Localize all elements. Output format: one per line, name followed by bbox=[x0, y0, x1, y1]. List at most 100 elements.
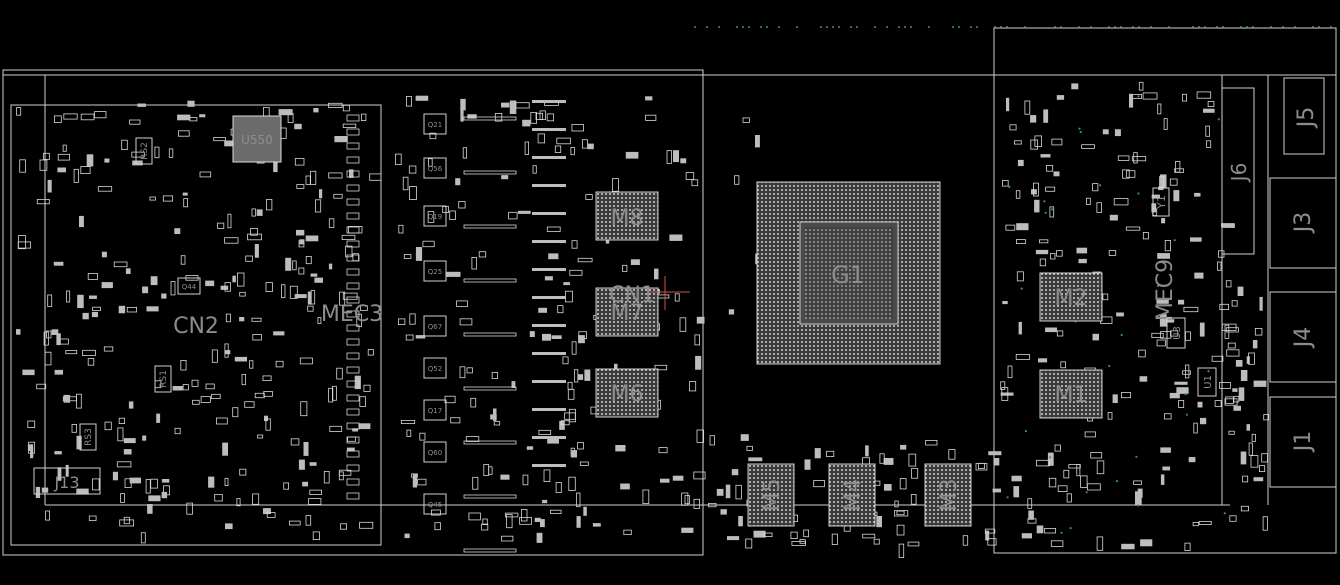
via-dot bbox=[1078, 26, 1080, 28]
component-pad bbox=[45, 510, 50, 521]
component-pad bbox=[17, 241, 32, 249]
component-pad bbox=[1054, 444, 1061, 452]
component-pad bbox=[346, 114, 360, 122]
component-pad bbox=[294, 158, 305, 166]
component-pad bbox=[17, 235, 26, 250]
component-pad bbox=[199, 114, 206, 118]
component-pad bbox=[294, 123, 302, 130]
y1-label: Y1 bbox=[1155, 195, 1168, 210]
component-pad bbox=[529, 331, 535, 337]
component-pad bbox=[310, 273, 318, 277]
component-pad bbox=[140, 532, 146, 544]
component-pad bbox=[571, 124, 584, 132]
component-pad bbox=[430, 509, 441, 516]
component-pad bbox=[623, 529, 632, 535]
component-pad bbox=[305, 235, 319, 242]
component-pad bbox=[1237, 286, 1244, 296]
component-pad bbox=[47, 294, 53, 307]
component-pad bbox=[462, 147, 468, 159]
component-pad bbox=[804, 459, 811, 470]
component-pad bbox=[265, 418, 271, 431]
via-dot bbox=[904, 26, 906, 28]
via-dot bbox=[1204, 26, 1206, 28]
component-pad bbox=[1184, 542, 1191, 551]
component-pad bbox=[508, 211, 518, 220]
component-pad bbox=[1226, 349, 1240, 357]
component-pad bbox=[79, 215, 84, 228]
component-pad bbox=[346, 450, 360, 458]
via-dot bbox=[928, 26, 930, 28]
component-pad bbox=[222, 442, 228, 456]
component-pad bbox=[328, 387, 334, 403]
component-pad bbox=[567, 388, 575, 400]
component-pad bbox=[1176, 387, 1189, 394]
component-pad bbox=[1225, 280, 1232, 288]
via-dot bbox=[976, 26, 978, 28]
component-pad bbox=[104, 421, 112, 431]
component-pad bbox=[731, 469, 739, 476]
component-pad bbox=[1160, 174, 1167, 189]
component-pad bbox=[251, 317, 262, 322]
component-pad bbox=[1117, 155, 1130, 161]
component-pad bbox=[538, 307, 547, 313]
component-pad bbox=[80, 166, 91, 175]
gpu-g1: G1 bbox=[756, 181, 941, 365]
component-pad bbox=[1138, 81, 1144, 91]
memory-m7: M7 bbox=[595, 287, 659, 337]
component-pad bbox=[154, 146, 160, 159]
component-pad bbox=[1160, 447, 1171, 453]
component-pad bbox=[1096, 460, 1105, 475]
component-pad bbox=[1050, 540, 1064, 547]
component-pad bbox=[463, 170, 517, 175]
component-pad bbox=[1011, 475, 1022, 482]
transistor-q56: Q56 bbox=[423, 157, 447, 179]
component-pad bbox=[327, 102, 343, 108]
chip-u550: U550 bbox=[232, 115, 282, 163]
component-pad bbox=[1261, 453, 1268, 463]
via-dot bbox=[874, 26, 876, 28]
component-pad bbox=[458, 201, 466, 209]
component-pad bbox=[911, 468, 919, 479]
component-pad bbox=[532, 324, 566, 327]
component-pad bbox=[346, 436, 360, 444]
component-pad bbox=[150, 276, 158, 286]
component-pad bbox=[681, 527, 694, 533]
component-pad bbox=[587, 143, 594, 150]
component-pad bbox=[1126, 170, 1136, 178]
component-pad bbox=[94, 111, 107, 119]
component-pad bbox=[685, 172, 695, 180]
component-pad bbox=[156, 413, 161, 423]
component-pad bbox=[224, 282, 231, 292]
connector-j1: J1 bbox=[1269, 396, 1337, 488]
rs2-label: RS2 bbox=[140, 142, 150, 160]
component-pad bbox=[1214, 400, 1222, 407]
component-pad bbox=[56, 333, 61, 346]
via-dot bbox=[742, 26, 744, 28]
component-pad bbox=[254, 392, 265, 399]
component-pad bbox=[340, 523, 347, 530]
component-pad bbox=[803, 529, 810, 538]
component-pad bbox=[307, 305, 314, 312]
component-pad bbox=[346, 198, 360, 206]
component-pad bbox=[180, 359, 187, 371]
component-pad bbox=[948, 449, 956, 460]
board-outlines bbox=[2, 27, 1337, 556]
component-pad bbox=[1116, 312, 1124, 317]
j6-label: J6 bbox=[1227, 163, 1251, 184]
component-pad bbox=[65, 349, 78, 355]
component-pad bbox=[92, 478, 100, 491]
component-pad bbox=[865, 445, 869, 457]
component-pad bbox=[716, 488, 724, 496]
component-pad bbox=[1027, 498, 1033, 509]
component-pad bbox=[910, 494, 917, 505]
component-pad bbox=[349, 169, 354, 178]
via-dot bbox=[1246, 26, 1248, 28]
component-pad bbox=[506, 514, 513, 529]
component-pad bbox=[1159, 314, 1167, 327]
component-pad bbox=[239, 317, 245, 322]
component-pad bbox=[695, 355, 702, 370]
component-pad bbox=[470, 397, 477, 408]
component-pad bbox=[1240, 370, 1248, 381]
component-pad bbox=[346, 184, 360, 192]
component-pad bbox=[145, 479, 151, 494]
